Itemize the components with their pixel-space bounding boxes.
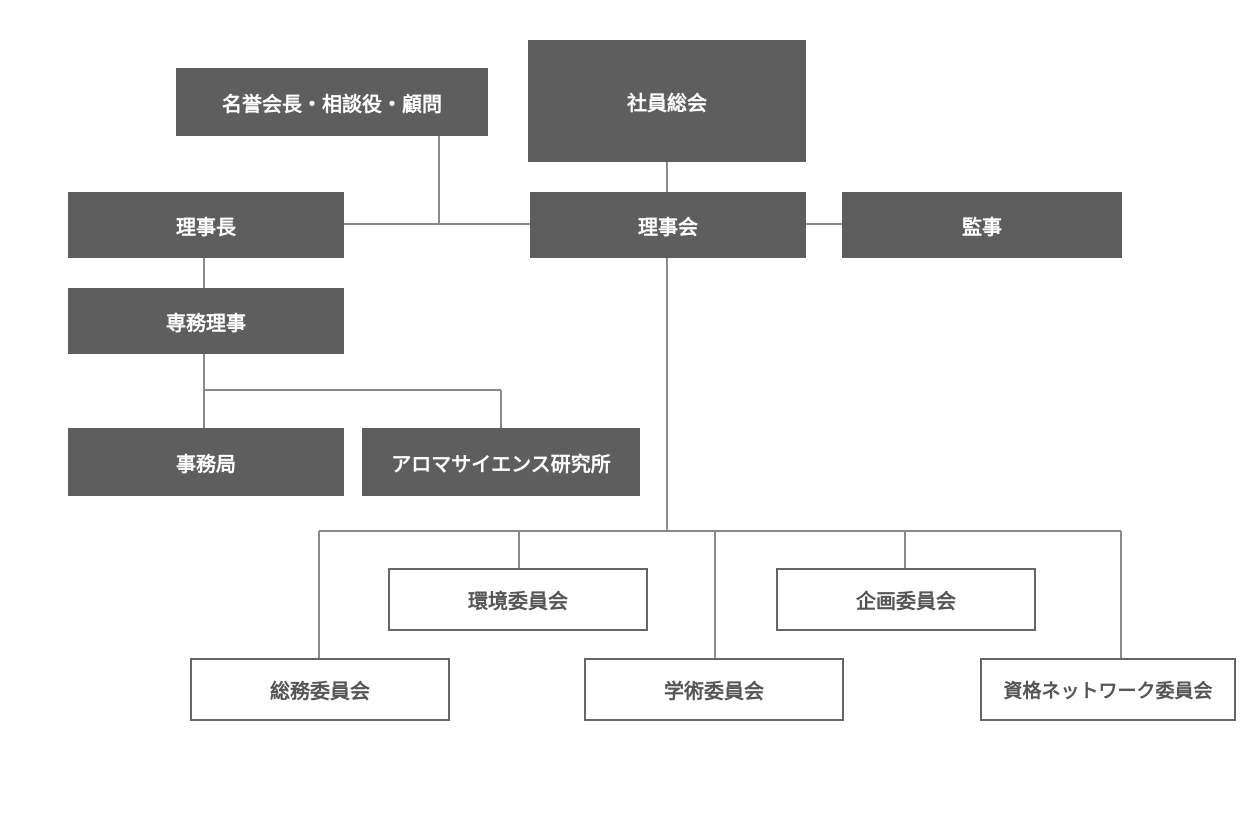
executive-director-box: 専務理事 [68, 288, 344, 354]
general-meeting-box: 社員総会 [528, 40, 806, 162]
academic-committee-box: 学術委員会 [584, 658, 844, 721]
auditor-label: 監事 [962, 214, 1002, 239]
academic-committee-label: 学術委員会 [664, 679, 764, 703]
planning-committee-box: 企画委員会 [776, 568, 1036, 631]
board-label: 理事会 [638, 214, 698, 239]
chairman-label: 理事長 [176, 214, 236, 239]
secretariat-label: 事務局 [176, 451, 236, 476]
executive-director-label: 専務理事 [166, 310, 246, 335]
environment-committee-box: 環境委員会 [388, 568, 648, 631]
environment-committee-label: 環境委員会 [468, 589, 568, 613]
honorary-label: 名誉会長・相談役・顧問 [222, 91, 442, 116]
research-institute-label: アロマサイエンス研究所 [391, 451, 611, 476]
honorary-box: 名誉会長・相談役・顧問 [176, 68, 488, 136]
secretariat-box: 事務局 [68, 428, 344, 496]
research-institute-box: アロマサイエンス研究所 [362, 428, 640, 496]
chairman-box: 理事長 [68, 192, 344, 258]
general-affairs-committee-label: 総務委員会 [270, 679, 370, 703]
general-affairs-committee-box: 総務委員会 [190, 658, 450, 721]
qualification-network-committee-box: 資格ネットワーク委員会 [980, 658, 1236, 721]
board-box: 理事会 [530, 192, 806, 258]
general-meeting-label: 社員総会 [627, 90, 707, 115]
qualification-network-committee-label: 資格ネットワーク委員会 [1003, 680, 1213, 702]
planning-committee-label: 企画委員会 [856, 589, 956, 613]
auditor-box: 監事 [842, 192, 1122, 258]
